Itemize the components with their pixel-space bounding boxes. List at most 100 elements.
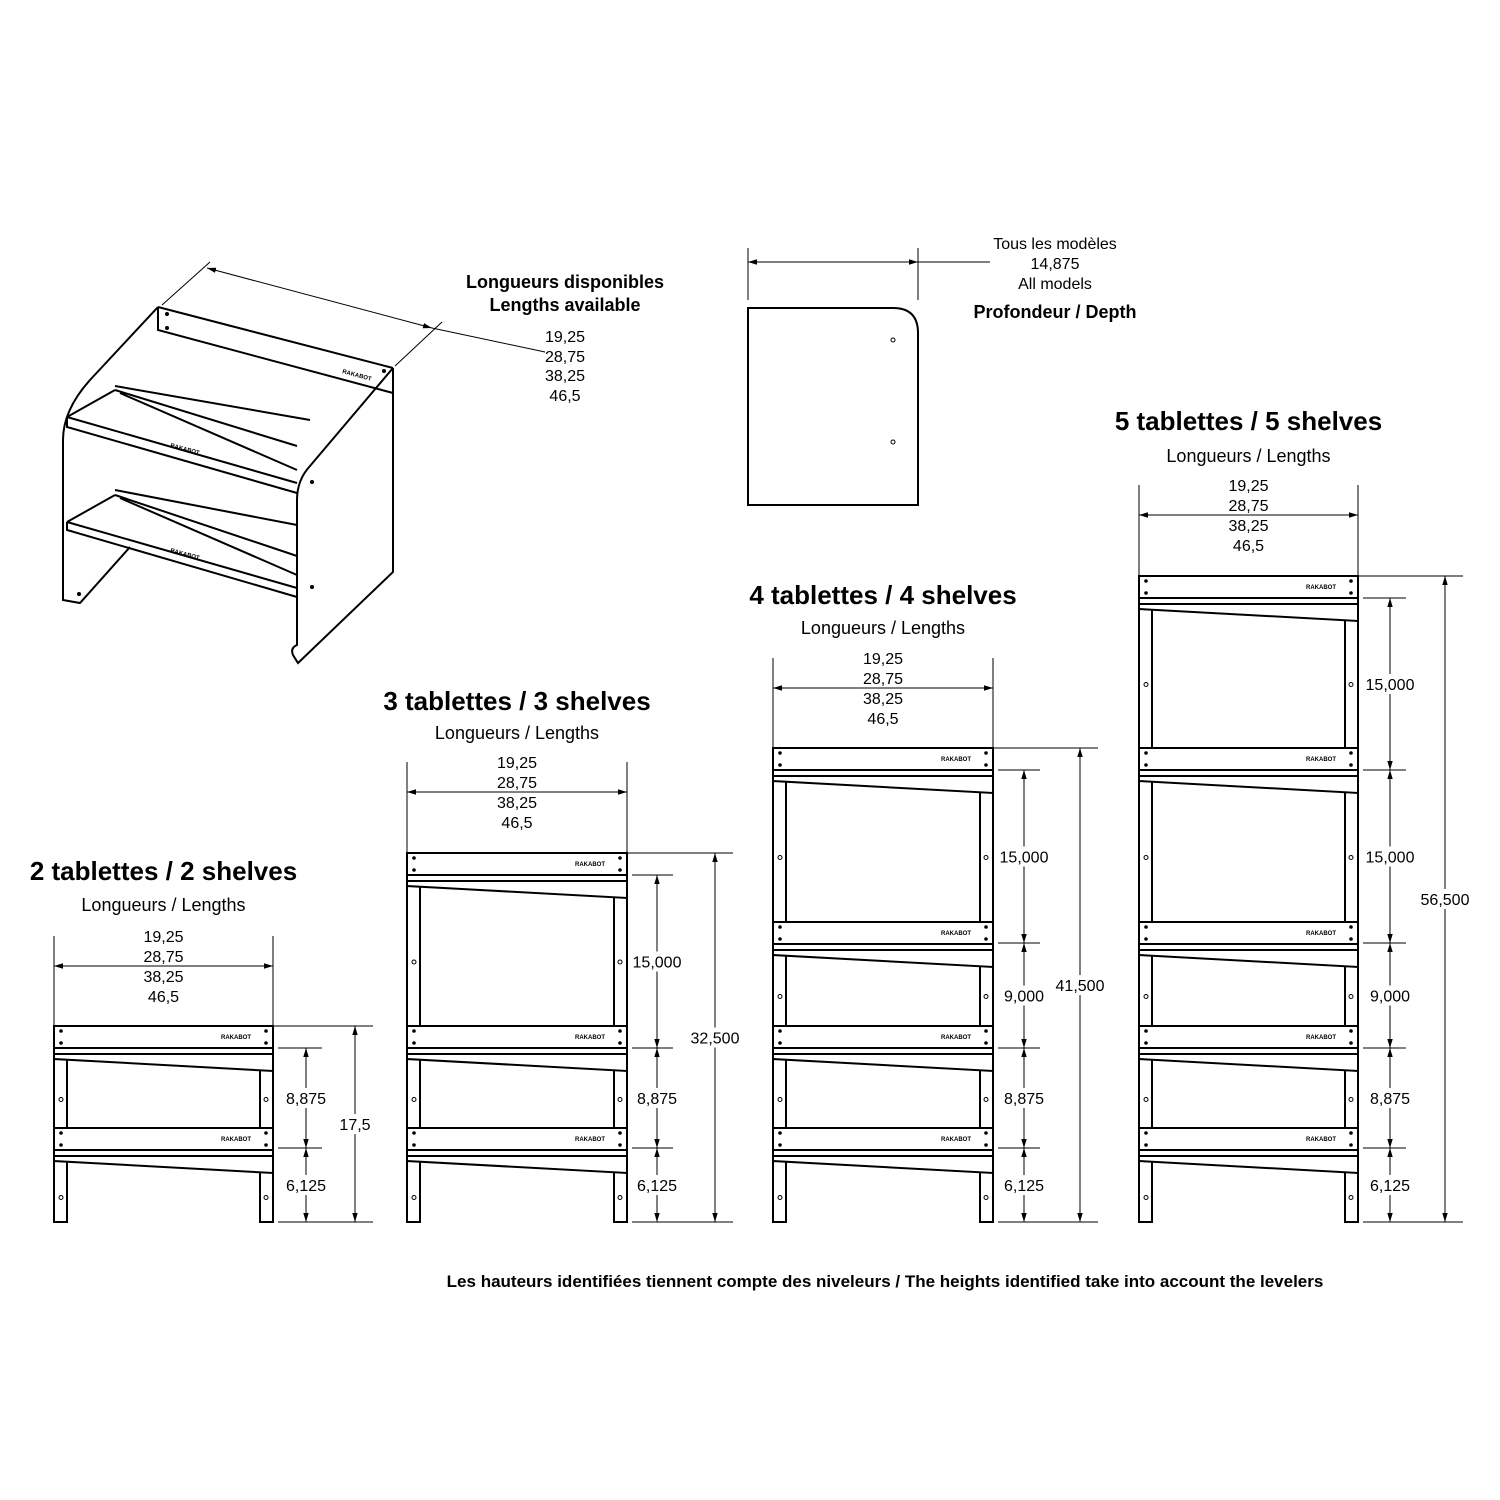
bolt-hole — [984, 1029, 988, 1033]
segment-height-label: 6,125 — [286, 1178, 326, 1195]
brand-label: RAKABOT — [1306, 1137, 1336, 1143]
unit-subtitle: Longueurs / Lengths — [801, 618, 965, 638]
bolt-hole — [1144, 1029, 1148, 1033]
bolt-hole — [618, 1041, 622, 1045]
bolt-hole — [1144, 1131, 1148, 1135]
shelf-tray — [1138, 1155, 1359, 1175]
bolt-hole — [59, 1131, 63, 1135]
unit-title: 5 tablettes / 5 shelves — [1115, 406, 1382, 436]
isometric-view: RAKABOT RAKABOT RAKABOT — [62, 261, 546, 665]
post-hole — [777, 1195, 783, 1200]
shelf: RAKABOT — [772, 1127, 994, 1200]
bolt-hole — [778, 937, 782, 941]
iso-leader-line — [431, 327, 546, 353]
iso-length-dimension — [206, 267, 433, 329]
post-hole — [1143, 1195, 1149, 1200]
unit-title: 4 tablettes / 4 shelves — [749, 580, 1016, 610]
post-hole — [983, 855, 989, 860]
total-height-label: 41,500 — [1056, 978, 1105, 995]
right-post — [1344, 575, 1359, 1223]
total-height-label: 17,5 — [339, 1117, 370, 1134]
unit-subtitle: Longueurs / Lengths — [81, 895, 245, 915]
bolt-hole — [984, 1131, 988, 1135]
post-hole — [617, 959, 623, 965]
length-value: 38,25 — [863, 691, 903, 708]
depth-view: Tous les modèles 14,875 All models Profo… — [747, 236, 1137, 506]
brand-label: RAKABOT — [575, 1035, 605, 1041]
bolt-hole — [412, 856, 416, 860]
segment-height-label: 6,125 — [1004, 1178, 1044, 1195]
bolt-hole — [1144, 937, 1148, 941]
segment-height-label: 8,875 — [637, 1091, 677, 1108]
length-value: 28,75 — [863, 671, 903, 688]
bolt-hole — [778, 1041, 782, 1045]
segment-height-label: 8,875 — [286, 1091, 326, 1108]
shelf: RAKABOT — [53, 1025, 274, 1102]
post-hole — [1348, 1195, 1354, 1200]
segment-height-label: 15,000 — [633, 955, 682, 972]
bolt-hole — [59, 1143, 63, 1147]
shelf: RAKABOT — [406, 852, 628, 965]
length-value: 38,25 — [143, 969, 183, 986]
post-hole — [263, 1097, 269, 1102]
bolt-hole — [618, 1131, 622, 1135]
post-hole — [1348, 682, 1354, 687]
length-value: 19,25 — [143, 929, 183, 946]
segment-height-label: 8,875 — [1004, 1091, 1044, 1108]
post-hole — [411, 1195, 417, 1200]
bolt-hole — [984, 937, 988, 941]
left-post — [1138, 575, 1153, 1223]
bolt-hole — [412, 1041, 416, 1045]
bolt-hole — [1349, 1029, 1353, 1033]
bolt-hole — [1349, 937, 1353, 941]
post-hole — [263, 1195, 269, 1200]
brand-label: RAKABOT — [575, 1137, 605, 1143]
post-hole — [983, 1195, 989, 1200]
total-height-label: 32,500 — [691, 1031, 740, 1048]
bolt-hole — [1349, 1041, 1353, 1045]
bolt-hole — [1144, 1041, 1148, 1045]
depth-title: Profondeur / Depth — [974, 302, 1137, 322]
shelf: RAKABOT — [1138, 1127, 1359, 1200]
segment-height-label: 6,125 — [637, 1178, 677, 1195]
shelf: RAKABOT — [406, 1025, 628, 1102]
post-hole — [617, 1097, 623, 1102]
length-value: 28,75 — [497, 775, 537, 792]
shelf: RAKABOT — [772, 1025, 994, 1102]
iso-brand-shelf-1: RAKABOT — [169, 443, 200, 457]
segment-height-label: 9,000 — [1004, 989, 1044, 1006]
brand-label: RAKABOT — [1306, 585, 1336, 591]
iso-heading-fr: Longueurs disponibles — [466, 272, 664, 292]
shelf-tray — [406, 1053, 628, 1073]
post-hole — [1348, 1097, 1354, 1102]
shelf: RAKABOT — [1138, 921, 1359, 999]
segment-height-label: 15,000 — [1366, 850, 1415, 867]
bolt-hole — [412, 1029, 416, 1033]
post-hole — [1143, 682, 1149, 687]
bolt-hole — [1349, 925, 1353, 929]
iso-length-value: 28,75 — [545, 349, 585, 366]
unit-title: 3 tablettes / 3 shelves — [383, 686, 650, 716]
brand-label: RAKABOT — [941, 931, 971, 937]
shelf-tray — [772, 949, 994, 969]
post-hole — [411, 959, 417, 965]
shelf-tray — [1138, 775, 1359, 795]
segment-height-label: 8,875 — [1370, 1091, 1410, 1108]
bolt-hole — [778, 925, 782, 929]
iso-heading-en: Lengths available — [489, 295, 640, 315]
segment-height-label: 9,000 — [1370, 989, 1410, 1006]
bolt-hole — [984, 751, 988, 755]
shelf-tray — [406, 880, 628, 900]
post-hole — [1143, 1097, 1149, 1102]
bolt-hole — [1144, 751, 1148, 755]
post-hole — [983, 994, 989, 999]
depth-value: 14,875 — [1031, 256, 1080, 273]
brand-label: RAKABOT — [941, 757, 971, 763]
length-value: 28,75 — [143, 949, 183, 966]
post-hole — [617, 1195, 623, 1200]
shelf: RAKABOT — [772, 921, 994, 999]
iso-brand-shelf-2: RAKABOT — [169, 548, 200, 562]
bolt-hole — [1144, 579, 1148, 583]
post-hole — [983, 1097, 989, 1102]
